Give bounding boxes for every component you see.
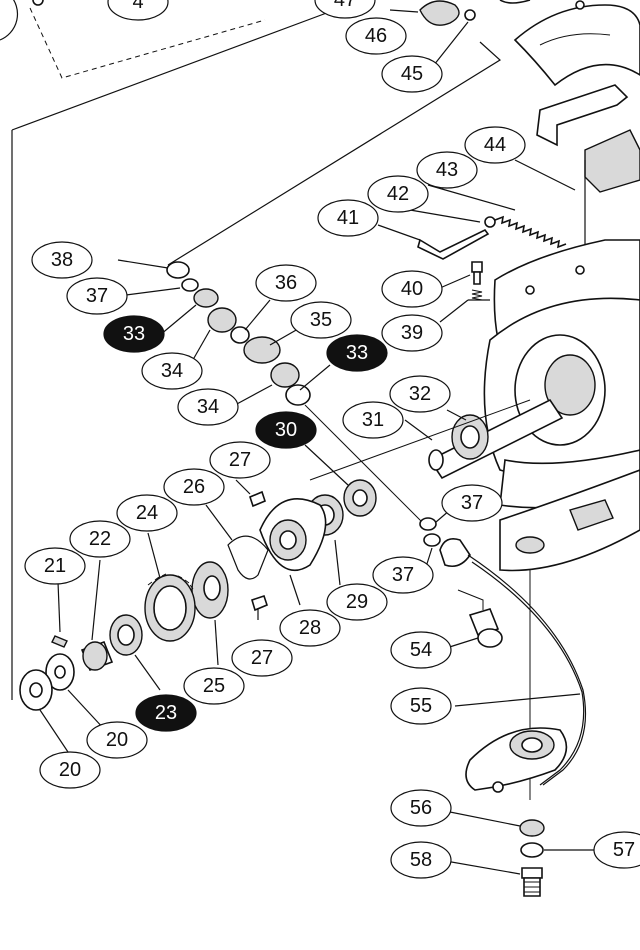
- callout-33-filled: 33: [326, 334, 388, 372]
- callout-31: 31: [342, 401, 404, 439]
- callout-label: 4: [132, 0, 143, 13]
- callout-label: 37: [461, 492, 483, 514]
- callout-40: 40: [381, 270, 443, 308]
- callout-label: 29: [346, 591, 368, 613]
- callout-label: 34: [197, 396, 219, 418]
- callout-label: 40: [401, 278, 423, 300]
- callout-41: 41: [317, 199, 379, 237]
- callout-label: 55: [410, 695, 432, 717]
- callout-27: 27: [231, 639, 293, 677]
- callout-43: 43: [416, 151, 478, 189]
- callout-34: 34: [141, 352, 203, 390]
- callout-label: 33: [346, 342, 368, 364]
- callout-label: 20: [106, 729, 128, 751]
- callout-55: 55: [390, 687, 452, 725]
- callout-label: 30: [275, 419, 297, 441]
- callout-label: 35: [310, 309, 332, 331]
- callout-label: 42: [387, 183, 409, 205]
- callout-label: 58: [410, 849, 432, 871]
- callout-25: 25: [183, 667, 245, 705]
- callout-label: 26: [183, 476, 205, 498]
- callout-56: 56: [390, 789, 452, 827]
- callout-32: 32: [389, 375, 451, 413]
- callout-37: 37: [66, 277, 128, 315]
- callout-20: 20: [39, 751, 101, 789]
- callout-label: 37: [86, 285, 108, 307]
- callout-20: 20: [86, 721, 148, 759]
- callout-label: 47: [334, 0, 356, 11]
- callout-22: 22: [69, 520, 131, 558]
- callout-26: 26: [163, 468, 225, 506]
- callout-label: 36: [275, 272, 297, 294]
- callout-label: 24: [136, 502, 158, 524]
- callout-24: 24: [116, 494, 178, 532]
- callout-label: 38: [51, 249, 73, 271]
- callout-47: 47: [314, 0, 376, 19]
- callout-label: 25: [203, 675, 225, 697]
- callout-27: 27: [209, 441, 271, 479]
- callout-58: 58: [390, 841, 452, 879]
- callout-34: 34: [177, 388, 239, 426]
- callout-label: 39: [401, 322, 423, 344]
- callout-label: 21: [44, 555, 66, 577]
- callout-label: 27: [251, 647, 273, 669]
- parts-drawing: [0, 0, 640, 897]
- callout-38: 38: [31, 241, 93, 279]
- callout-label: 56: [410, 797, 432, 819]
- callout-39: 39: [381, 314, 443, 352]
- callout-label: 27: [229, 449, 251, 471]
- callout-36: 36: [255, 264, 317, 302]
- callout-label: 46: [365, 25, 387, 47]
- callout-37: 37: [441, 484, 503, 522]
- callout-label: 54: [410, 639, 432, 661]
- callout-42: 42: [367, 175, 429, 213]
- callout-30-filled: 30: [255, 411, 317, 449]
- callout-28: 28: [279, 609, 341, 647]
- callout-46: 46: [345, 17, 407, 55]
- callout-57: 57: [593, 831, 640, 869]
- callout-21: 21: [24, 547, 86, 585]
- callout-label: 44: [484, 134, 506, 156]
- callouts: 4 47 46 45 44 43 42 41: [24, 0, 640, 879]
- callout-45: 45: [381, 55, 443, 93]
- callout-23-filled: 23: [135, 694, 197, 732]
- callout-label: 20: [59, 759, 81, 781]
- callout-29: 29: [326, 583, 388, 621]
- callout-label: 37: [392, 564, 414, 586]
- callout-33-filled: 33: [103, 315, 165, 353]
- callout-54: 54: [390, 631, 452, 669]
- callout-label: 43: [436, 159, 458, 181]
- callout-label: 45: [401, 63, 423, 85]
- callout-label: 23: [155, 702, 177, 724]
- callout-label: 41: [337, 207, 359, 229]
- callout-label: 28: [299, 617, 321, 639]
- callout-label: 31: [362, 409, 384, 431]
- callout-label: 32: [409, 383, 431, 405]
- callout-35: 35: [290, 301, 352, 339]
- callout-label: 33: [123, 323, 145, 345]
- callout-37: 37: [372, 556, 434, 594]
- callout-44: 44: [464, 126, 526, 164]
- callout-label: 22: [89, 528, 111, 550]
- callout-label: 57: [613, 839, 635, 861]
- callout-label: 34: [161, 360, 183, 382]
- callout-4: 4: [107, 0, 169, 21]
